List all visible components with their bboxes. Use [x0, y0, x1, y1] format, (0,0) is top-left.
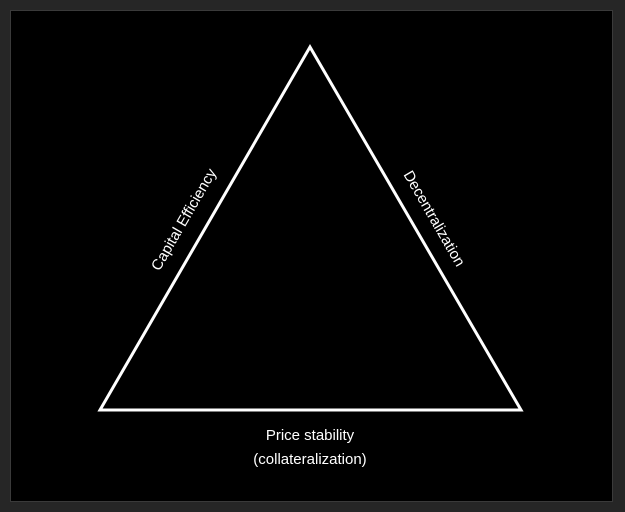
base-label-line2: (collateralization): [253, 451, 366, 468]
base-label-line1: Price stability: [266, 427, 355, 444]
trilemma-triangle: [97, 44, 524, 412]
diagram-panel: [10, 10, 613, 502]
